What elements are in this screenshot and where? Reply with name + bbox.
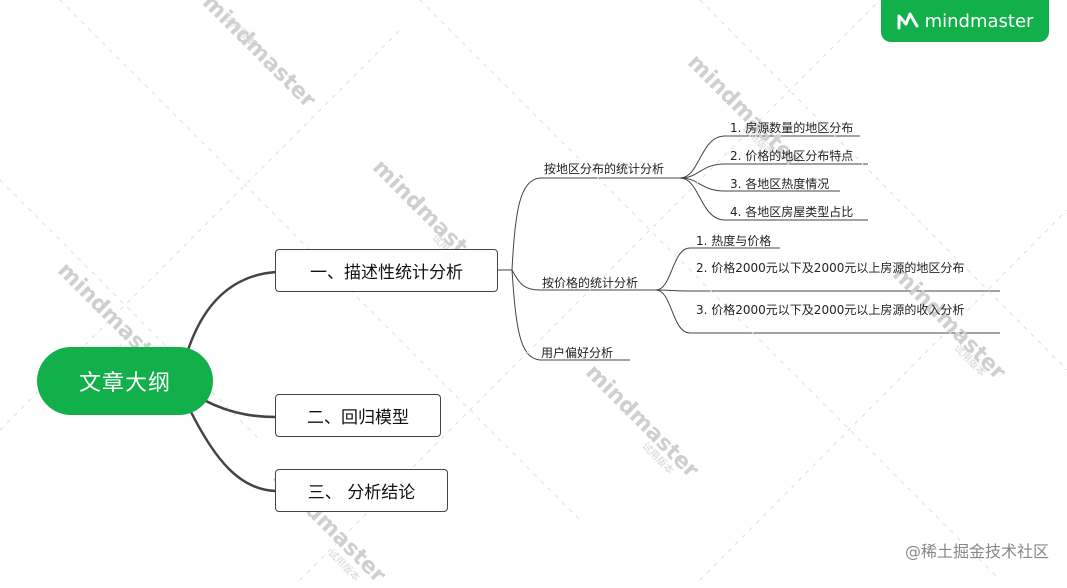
brand-logo-text: mindmaster — [924, 10, 1034, 32]
leaf-price-3[interactable]: 3. 价格2000元以下及2000元以上房源的收入分析 — [696, 303, 965, 317]
leaf-region-2[interactable]: 2. 价格的地区分布特点 — [730, 149, 854, 163]
topic-label: 三、 分析结论 — [307, 483, 416, 503]
root-topic-label: 文章大纲 — [78, 371, 171, 396]
topic-label: 一、描述性统计分析 — [310, 263, 463, 283]
topic-regression-model[interactable]: 二、回归模型 — [275, 394, 441, 437]
leaf-region-1[interactable]: 1. 房源数量的地区分布 — [730, 121, 854, 135]
topic-label: 二、回归模型 — [307, 408, 409, 428]
leaf-price-2[interactable]: 2. 价格2000元以下及2000元以上房源的地区分布 — [696, 261, 965, 275]
subtopic-price[interactable]: 按价格的统计分析 — [542, 276, 639, 290]
subtopic-region[interactable]: 按地区分布的统计分析 — [544, 162, 665, 176]
subtopic-user-preference[interactable]: 用户偏好分析 — [541, 346, 614, 360]
brand-logo: mindmaster — [881, 0, 1049, 42]
leaf-region-3[interactable]: 3. 各地区热度情况 — [730, 177, 830, 191]
mindmaster-logo-icon — [897, 12, 919, 30]
footer-credit: @稀土掘金技术社区 — [904, 542, 1049, 561]
leaf-price-1[interactable]: 1. 热度与价格 — [696, 234, 772, 248]
root-topic[interactable]: 文章大纲 — [37, 347, 213, 415]
leaf-region-4[interactable]: 4. 各地区房屋类型占比 — [730, 205, 854, 219]
topic-descriptive-statistics[interactable]: 一、描述性统计分析 — [275, 249, 498, 292]
topic-conclusion[interactable]: 三、 分析结论 — [275, 469, 448, 512]
